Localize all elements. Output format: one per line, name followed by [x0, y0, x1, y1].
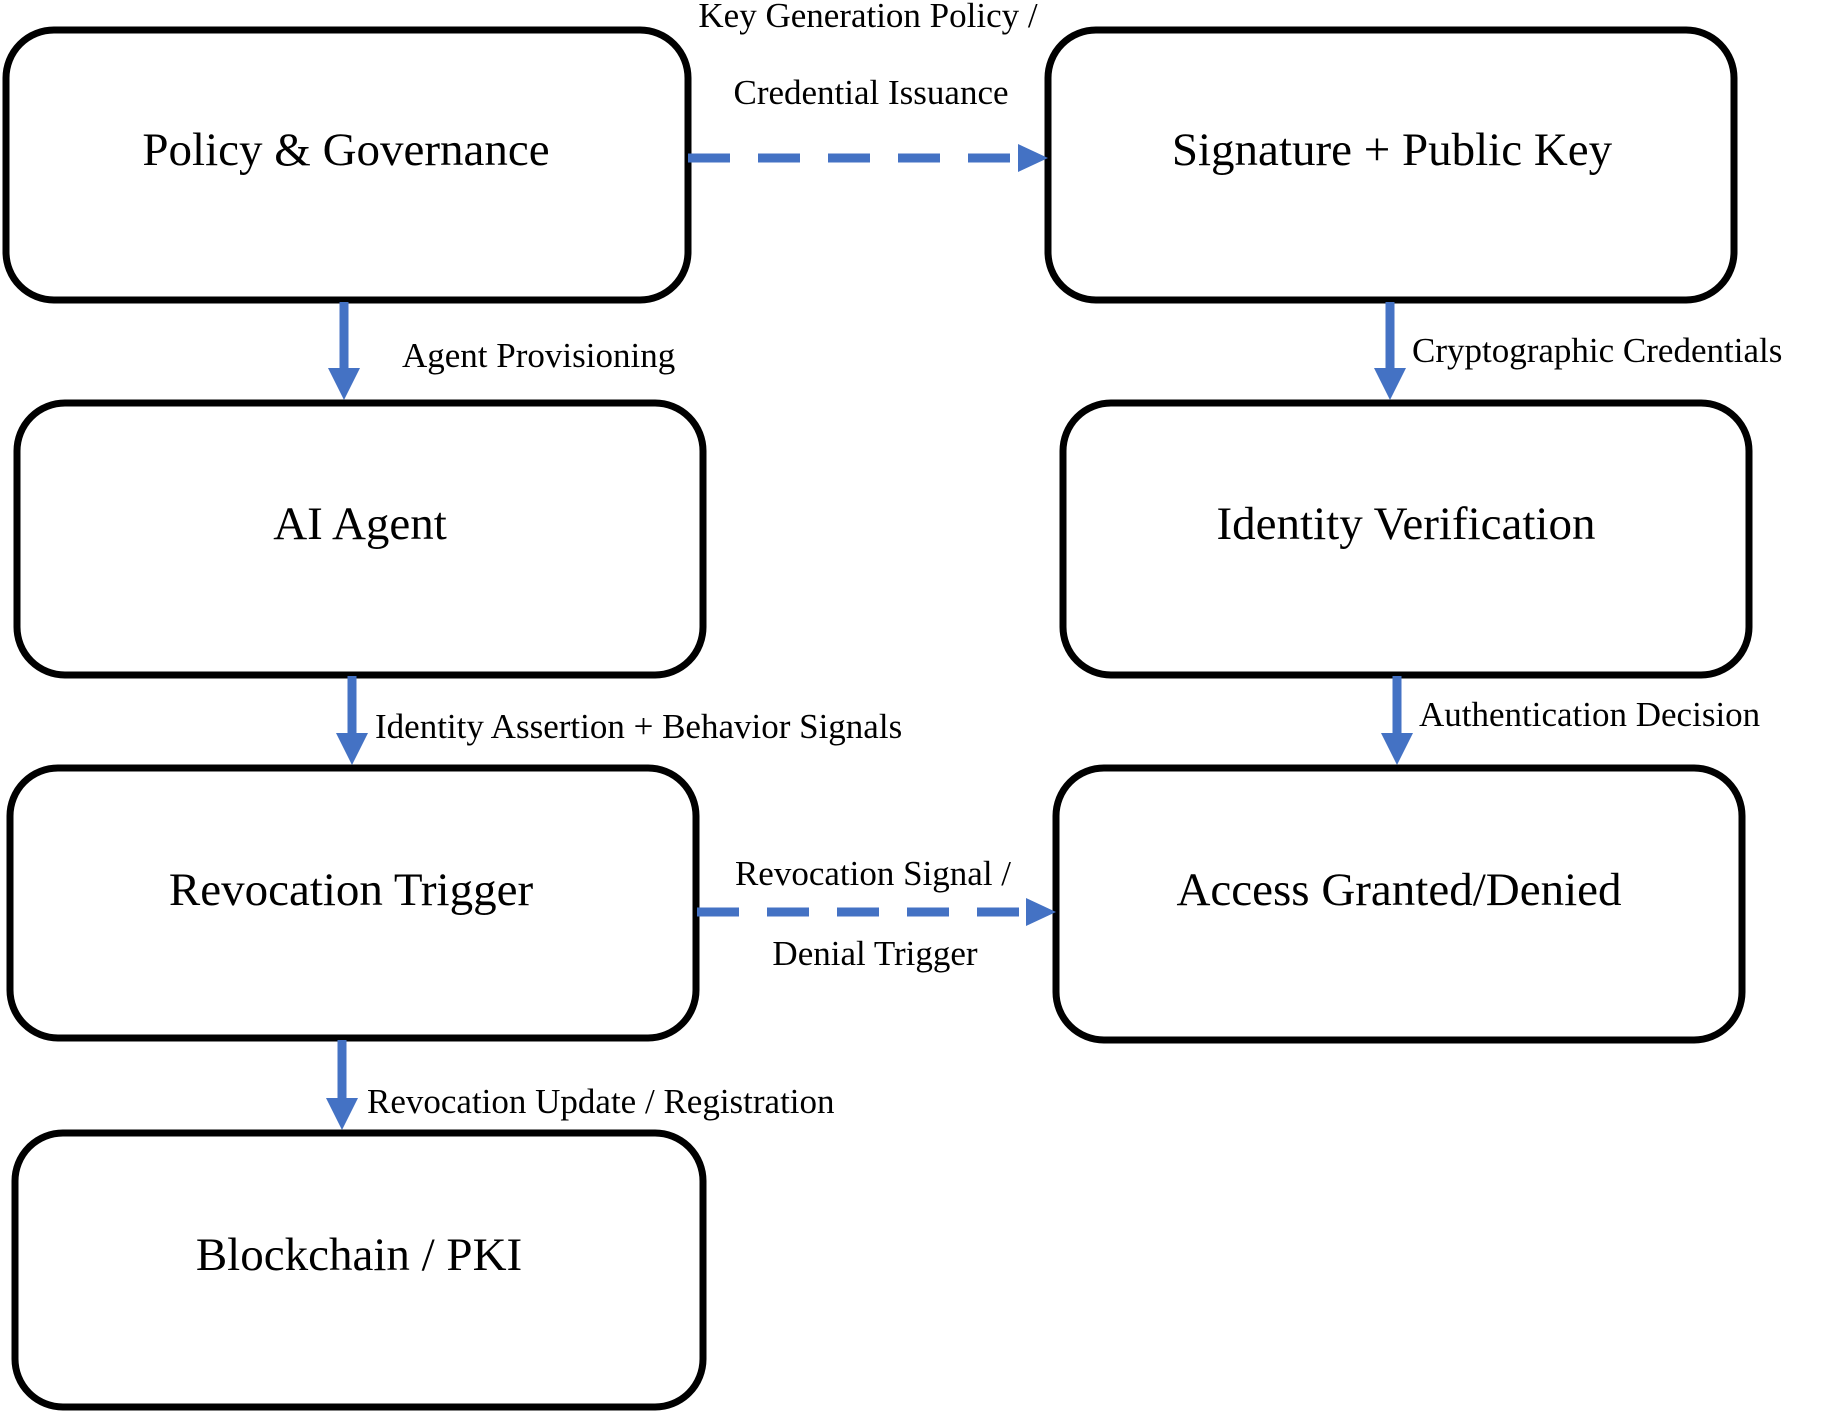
edge-authentication-decision-arrowhead — [1381, 733, 1413, 765]
node-signature-public-key: Signature + Public Key — [1044, 26, 1738, 304]
edge-revocation-signal-label-line1: Revocation Signal / — [735, 854, 1011, 893]
node-blockchain-pki-box — [11, 1129, 707, 1411]
edge-revocation-signal-label-line2: Denial Trigger — [772, 934, 977, 973]
edge-identity-assertion: Identity Assertion + Behavior Signals — [336, 676, 902, 765]
edge-identity-assertion-arrowhead — [336, 733, 368, 765]
node-signature-public-key-box — [1044, 26, 1738, 304]
node-blockchain-pki-label: Blockchain / PKI — [196, 1229, 522, 1281]
edge-cryptographic-credentials-label: Cryptographic Credentials — [1412, 331, 1782, 370]
edge-identity-assertion-label: Identity Assertion + Behavior Signals — [375, 707, 902, 746]
edge-agent-provisioning: Agent Provisioning — [328, 302, 675, 400]
node-access-granted-denied: Access Granted/Denied — [1052, 764, 1746, 1044]
edge-agent-provisioning-arrowhead — [328, 368, 360, 400]
node-policy-governance-label: Policy & Governance — [142, 124, 549, 176]
edge-key-generation-arrowhead — [1018, 144, 1048, 172]
edge-revocation-signal-arrowhead — [1026, 898, 1056, 926]
node-revocation-trigger-box — [6, 764, 700, 1042]
node-ai-agent: AI Agent — [13, 399, 707, 679]
node-ai-agent-label: AI Agent — [273, 498, 447, 550]
node-policy-governance: Policy & Governance — [2, 26, 692, 304]
edge-authentication-decision: Authentication Decision — [1381, 676, 1760, 765]
edge-revocation-update: Revocation Update / Registration — [326, 1040, 835, 1130]
node-access-granted-denied-label: Access Granted/Denied — [1176, 864, 1621, 916]
node-revocation-trigger-label: Revocation Trigger — [169, 864, 534, 916]
edge-agent-provisioning-label: Agent Provisioning — [402, 336, 675, 375]
node-blockchain-pki: Blockchain / PKI — [11, 1129, 707, 1411]
edge-key-generation-label-line1: Key Generation Policy / — [698, 0, 1037, 35]
edge-key-generation: Key Generation Policy / Credential Issua… — [688, 0, 1048, 172]
edge-key-generation-label-line2: Credential Issuance — [733, 73, 1008, 112]
edge-cryptographic-credentials-arrowhead — [1374, 368, 1406, 400]
node-identity-verification: Identity Verification — [1059, 399, 1753, 679]
edge-cryptographic-credentials: Cryptographic Credentials — [1374, 302, 1782, 400]
edge-revocation-update-arrowhead — [326, 1098, 358, 1130]
node-access-granted-denied-box — [1052, 764, 1746, 1044]
node-policy-governance-box — [2, 26, 692, 304]
node-identity-verification-box — [1059, 399, 1753, 679]
node-signature-public-key-label: Signature + Public Key — [1172, 124, 1613, 176]
edge-revocation-signal: Revocation Signal / Denial Trigger — [697, 854, 1056, 973]
node-identity-verification-label: Identity Verification — [1217, 498, 1596, 550]
node-revocation-trigger: Revocation Trigger — [6, 764, 700, 1042]
node-ai-agent-box — [13, 399, 707, 679]
edge-revocation-update-label: Revocation Update / Registration — [367, 1082, 835, 1121]
edge-authentication-decision-label: Authentication Decision — [1419, 695, 1760, 734]
